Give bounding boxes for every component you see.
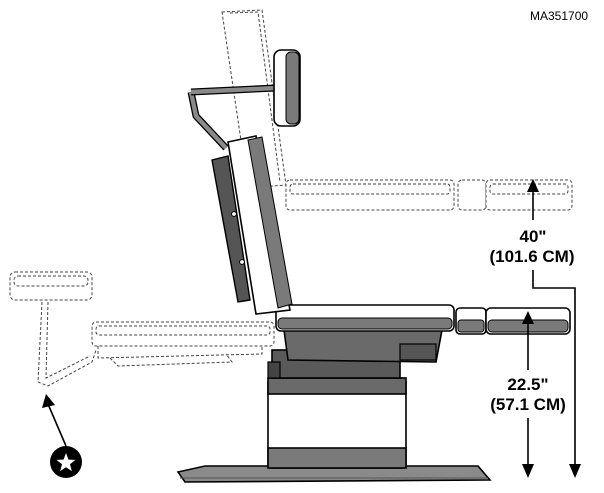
lowered-height-inches: 22.5" (507, 375, 548, 394)
backrest (211, 135, 293, 315)
figure-code: MA351700 (530, 9, 588, 23)
star-marker (42, 394, 82, 478)
lowered-height-cm: (57.1 CM) (490, 395, 566, 414)
leg-rest (455, 307, 571, 335)
lowered-height-dimension: 22.5" (57.1 CM) (490, 311, 566, 478)
seat-cushion (275, 304, 455, 332)
star-glyph (56, 453, 76, 472)
raised-position-outline (221, 9, 573, 211)
marker-arrowhead (42, 394, 55, 408)
raised-height-cm: (101.6 CM) (489, 247, 574, 266)
raised-height-inches: 40" (520, 227, 547, 246)
reclined-position-outline (9, 271, 275, 387)
raised-floor-arrowhead (569, 464, 581, 478)
headrest-assembly (187, 49, 301, 151)
raised-height-dimension: 40" (101.6 CM) (489, 179, 581, 478)
chair-base (176, 329, 492, 483)
